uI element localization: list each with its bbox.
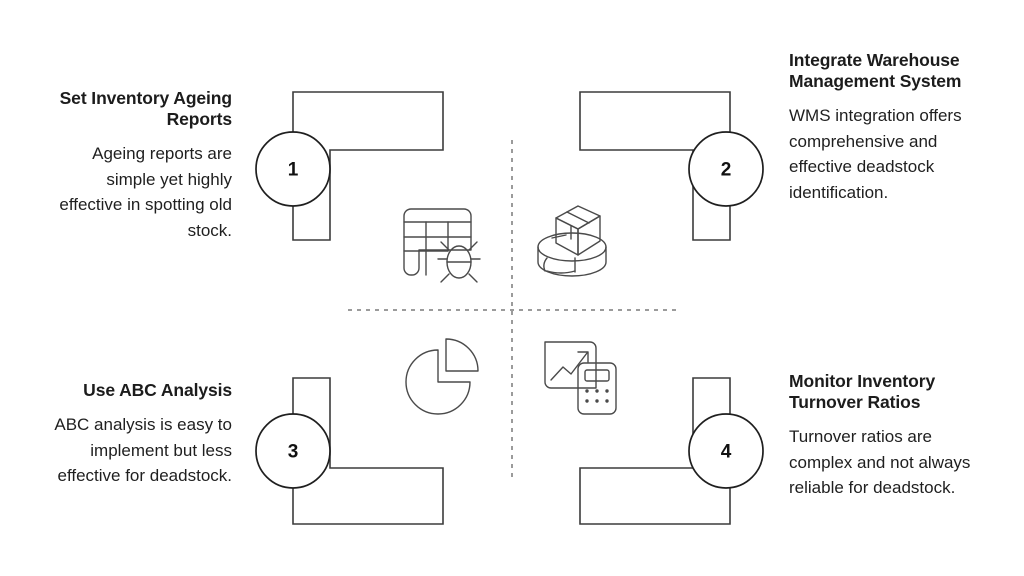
quadrant-4-body: Turnover ratios are complex and not alwa… bbox=[789, 427, 971, 497]
quadrant-4-text: Monitor Inventory Turnover Ratios Turnov… bbox=[789, 371, 989, 501]
quadrant-2-body: WMS integration offers comprehensive and… bbox=[789, 106, 962, 202]
quadrant-1-body: Ageing reports are simple yet highly eff… bbox=[59, 144, 232, 240]
node-3-circle[interactable] bbox=[255, 413, 331, 489]
warehouse-robot-icon bbox=[537, 205, 607, 277]
chart-trend-line bbox=[550, 352, 588, 381]
node-3[interactable]: 3 bbox=[255, 413, 331, 489]
node-1-circle[interactable] bbox=[255, 131, 331, 207]
robot-top-disc bbox=[537, 232, 607, 262]
spreadsheet-outline bbox=[403, 208, 472, 276]
node-2-number: 2 bbox=[721, 160, 732, 181]
quadrant-1-text: Set Inventory Ageing Reports Ageing repo… bbox=[40, 88, 232, 243]
bug-leg-2 bbox=[468, 241, 478, 251]
bug-leg-1 bbox=[440, 241, 450, 251]
robot-panel-left bbox=[543, 257, 548, 272]
pie-main-slice bbox=[405, 349, 471, 415]
calculator-key-1 bbox=[585, 389, 589, 393]
chart-trend-arrow bbox=[577, 351, 589, 363]
bug-leg-5 bbox=[440, 273, 450, 283]
pie-chart-icon bbox=[405, 338, 479, 415]
quadrant-3-shape bbox=[292, 377, 444, 525]
quadrant-3-body: ABC analysis is easy to implement but le… bbox=[54, 415, 232, 485]
quadrant-2-title: Integrate Warehouse Management System bbox=[789, 50, 962, 91]
node-3-number: 3 bbox=[288, 442, 299, 463]
quadrant-2-text: Integrate Warehouse Management System WM… bbox=[789, 50, 985, 205]
calculator-display bbox=[584, 369, 610, 382]
quadrant-1-shape bbox=[292, 91, 444, 241]
spreadsheet-bug-icon bbox=[403, 208, 481, 283]
node-2[interactable]: 2 bbox=[688, 131, 764, 207]
node-4-number: 4 bbox=[721, 442, 732, 463]
calculator-key-4 bbox=[585, 399, 589, 403]
calculator-key-5 bbox=[595, 399, 599, 403]
robot-panel-bottom bbox=[546, 270, 576, 274]
chart-panel-outline bbox=[544, 341, 597, 389]
node-2-circle[interactable] bbox=[688, 131, 764, 207]
calculator-key-6 bbox=[605, 399, 609, 403]
quadrant-3-text: Use ABC Analysis ABC analysis is easy to… bbox=[40, 380, 232, 489]
box-right-face bbox=[577, 215, 601, 256]
node-1[interactable]: 1 bbox=[255, 131, 331, 207]
analytics-calculator-icon bbox=[544, 341, 617, 415]
quadrant-4-title: Monitor Inventory Turnover Ratios bbox=[789, 371, 936, 412]
quadrant-2-shape bbox=[579, 91, 731, 241]
node-4[interactable]: 4 bbox=[688, 413, 764, 489]
robot-body bbox=[537, 246, 607, 277]
calculator-key-2 bbox=[595, 389, 599, 393]
quadrant-3-title: Use ABC Analysis bbox=[83, 380, 232, 400]
bug-leg-6 bbox=[468, 273, 478, 283]
quadrant-1-title: Set Inventory Ageing Reports bbox=[59, 88, 232, 129]
robot-highlight bbox=[551, 234, 567, 239]
box-tape-top bbox=[566, 211, 590, 224]
calculator-body bbox=[577, 362, 617, 415]
node-4-circle[interactable] bbox=[688, 413, 764, 489]
calculator-key-3 bbox=[605, 389, 609, 393]
pie-exploded-slice bbox=[445, 338, 479, 372]
node-1-number: 1 bbox=[288, 160, 299, 181]
